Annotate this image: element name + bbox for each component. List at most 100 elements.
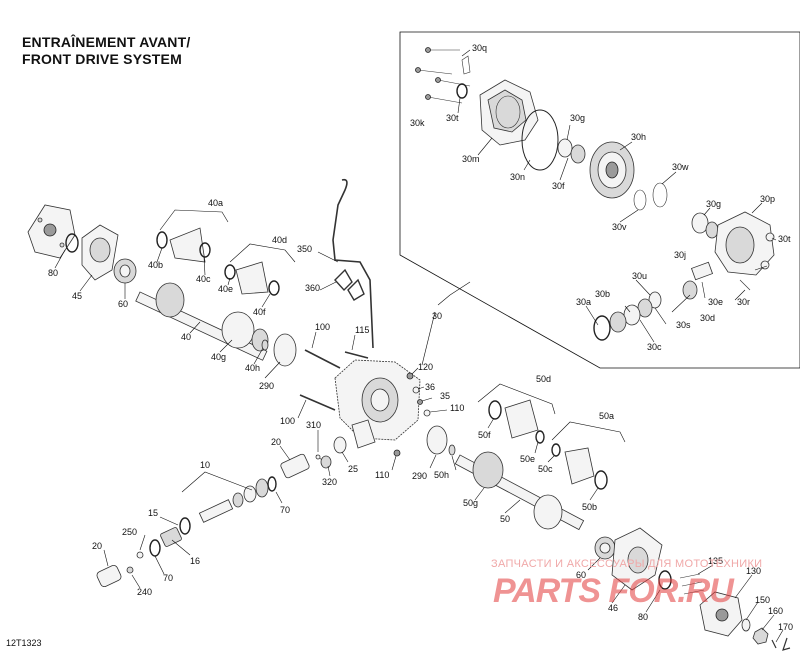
seal-290-top [273,333,297,367]
label-50f: 50f [478,430,491,440]
bolt-100-bot [299,394,336,411]
washer-110-top [423,409,431,417]
label-100-bot: 100 [280,416,295,426]
ring-80-bot [658,570,672,590]
label-30d: 30d [700,313,715,323]
label-15: 15 [148,508,158,518]
label-160: 160 [768,606,783,616]
plug-240 [126,566,134,574]
label-40d: 40d [272,235,287,245]
label-30k: 30k [410,118,425,128]
bracket-40a [159,209,229,231]
label-80-top: 80 [48,268,58,278]
label-30r: 30r [737,297,750,307]
ring-80-top [65,233,79,253]
label-30m: 30m [462,154,480,164]
label-30t-mid: 30t [778,234,791,244]
label-70-bot: 70 [163,573,173,583]
label-40c: 40c [196,274,211,284]
bracket-50d [477,383,556,415]
label-46: 46 [608,603,618,613]
cotter-pin-170 [771,639,777,649]
coupling-20-bot [96,565,122,587]
wheel-studs-135 [679,573,705,595]
differential-inset-frame [399,31,800,369]
label-50d: 50d [536,374,551,384]
label-170: 170 [778,622,793,632]
svg-text:PARTS FOR.RU: PARTS FOR.RU [493,572,735,610]
screw-30r [739,279,751,291]
nut-160 [752,627,769,645]
label-70-top: 70 [280,505,290,515]
bushing-25 [333,436,347,454]
differential-housing-left [479,79,539,146]
pinion-bearings-30d-30u [593,291,662,341]
bracket-10 [181,471,253,493]
watermark-logo: PARTS FOR.RU [493,572,736,610]
label-310: 310 [306,420,321,430]
label-30n: 30n [510,172,525,182]
part-labels: 30q 30k 30t 30m 30n 30g 30f 30h 30v 30w … [48,43,793,632]
knuckle-45 [81,224,119,281]
differential-housing-right [714,211,775,276]
label-30p: 30p [760,194,775,204]
label-60-bot: 60 [576,570,586,580]
washer-150 [741,618,751,632]
label-350: 350 [297,244,312,254]
label-50c: 50c [538,464,553,474]
label-30t-top: 30t [446,113,459,123]
hub-130 [699,591,743,637]
bolt-100-top [304,349,341,369]
plug-30j [760,260,770,270]
front-differential-30 [334,359,421,449]
label-320: 320 [322,477,337,487]
figure-id: 12T1323 [6,638,42,648]
label-50h: 50h [434,470,449,480]
boot-kit-40a [156,227,211,263]
label-30e: 30e [708,297,723,307]
label-30g-top: 30g [570,113,585,123]
ring-70-bot [149,539,161,557]
label-20-bot: 20 [92,541,102,551]
propeller-shaft-20 [280,453,310,479]
drive-shaft-50 [454,451,585,531]
boot-kit-40d [224,261,280,296]
diagram-title: ENTRAÎNEMENT AVANT/ FRONT DRIVE SYSTEM [22,34,190,68]
label-16: 16 [190,556,200,566]
title-french: ENTRAÎNEMENT AVANT/ [22,34,191,50]
label-30a: 30a [576,297,591,307]
drive-shaft-40 [135,282,269,361]
watermark-text: ЗАПЧАСТИ И АКСЕССУАРЫ ДЛЯ МОТОТЕХНИКИ [491,558,763,570]
label-40h: 40h [245,363,260,373]
ring-30v [633,189,647,211]
bolts-30q [415,47,471,104]
knuckle-46 [611,527,663,591]
label-100-top: 100 [315,322,330,332]
label-40f: 40f [253,307,266,317]
seal-290-bot [426,425,448,455]
label-20: 20 [271,437,281,447]
nut-110-bot [393,449,401,457]
label-36: 36 [425,382,435,392]
label-360: 360 [305,283,320,293]
label-110-top: 110 [450,403,464,413]
screw-310 [315,454,323,461]
label-40b: 40b [148,260,163,270]
label-30: 30 [432,311,442,321]
label-30g-mid: 30g [706,199,721,209]
bearing-30g-mid [691,212,719,239]
label-30q: 30q [472,43,487,53]
boot-kit-50a [551,443,608,490]
bushing-320 [320,455,332,469]
label-10: 10 [200,460,210,470]
label-80-bot: 80 [638,612,648,622]
label-150: 150 [755,595,770,605]
label-50: 50 [500,514,510,524]
label-30j: 30j [674,250,686,260]
label-290-bot: 290 [412,471,427,481]
leader-lines [54,49,784,643]
label-30h: 30h [631,132,646,142]
label-25: 25 [348,464,358,474]
